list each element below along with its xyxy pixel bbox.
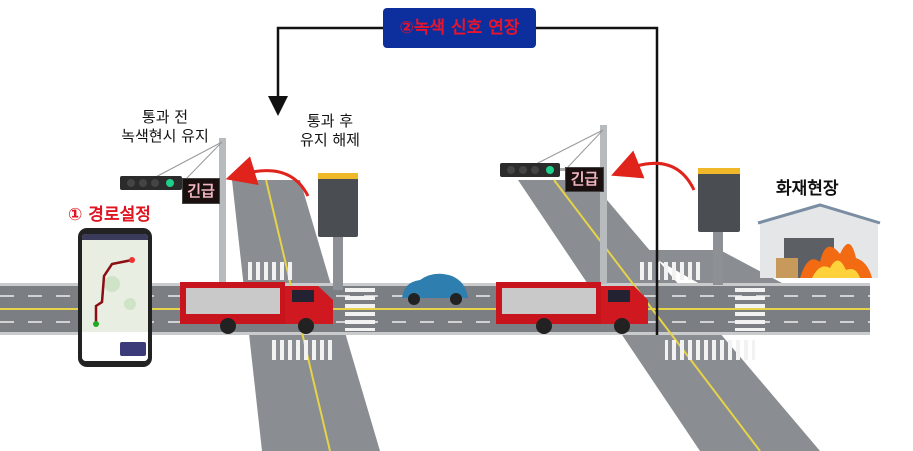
emergency-sign-2: 긴급 — [565, 167, 604, 192]
fire-truck-1 — [180, 282, 333, 334]
fire-scene-building — [757, 203, 881, 278]
navigation-map-screen — [82, 234, 148, 361]
before-pass-line1: 통과 전 — [141, 108, 189, 126]
route-setting-label: ① 경로설정 — [68, 205, 151, 225]
signal-extension-line — [536, 26, 659, 335]
fire-truck-2 — [496, 282, 648, 334]
signal-controller-2 — [698, 168, 740, 285]
red-arrow-icon — [611, 150, 696, 191]
car — [402, 273, 468, 305]
after-pass-line2: 유지 해제 — [300, 131, 360, 149]
crosswalks — [245, 262, 765, 360]
signal-controller-1 — [318, 173, 358, 290]
red-arrow-icon — [225, 156, 310, 197]
after-pass-line1: 통과 후 — [306, 112, 354, 130]
before-pass-line2: 녹색현시 유지 — [121, 127, 209, 145]
traffic-signal-1 — [120, 138, 226, 284]
after-pass-label: 통과 후 유지 해제 — [290, 112, 370, 150]
traffic-signal-2 — [500, 125, 607, 284]
before-pass-label: 통과 전 녹색현시 유지 — [100, 108, 230, 146]
green-signal-extension-label: ②녹색 신호 연장 — [383, 8, 536, 48]
smartphone — [78, 228, 152, 367]
emergency-sign-1: 긴급 — [182, 178, 220, 204]
fire-scene-label: 화재현장 — [776, 179, 839, 199]
signal-return-arrow — [268, 26, 383, 116]
